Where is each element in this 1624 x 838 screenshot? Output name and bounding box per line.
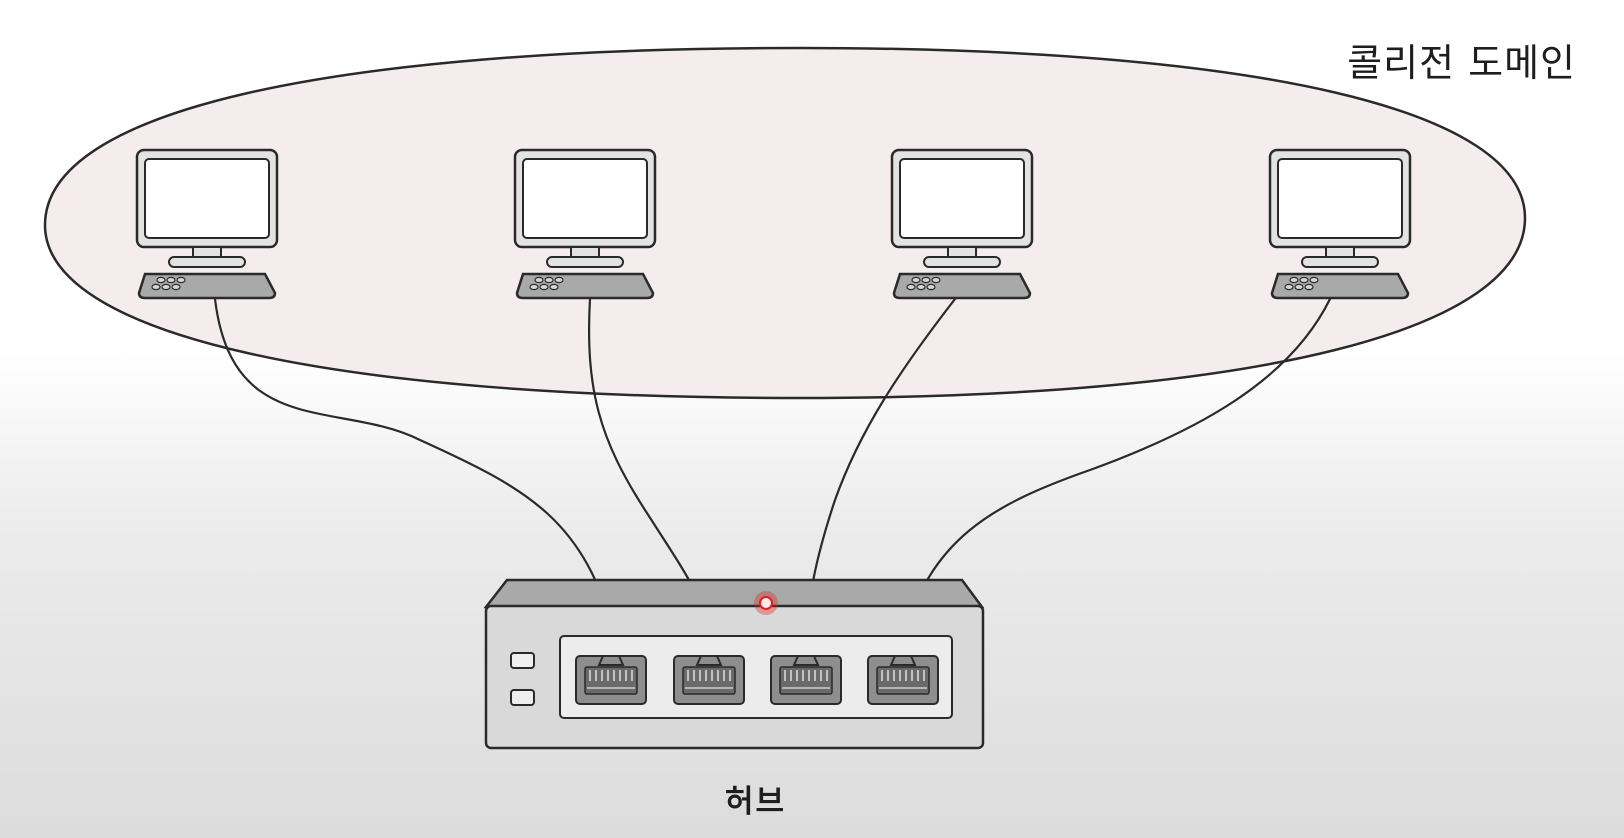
port-socket [876, 666, 930, 695]
collision-domain-ellipse [43, 46, 1527, 400]
network-cable [213, 297, 618, 642]
keyboard-key [549, 283, 559, 291]
port-latch [597, 655, 625, 666]
computer-3 [890, 148, 1034, 300]
keyboard-key [176, 276, 186, 284]
hub-label: 허브 [725, 784, 787, 820]
keyboard-key [544, 276, 554, 284]
keyboard-key [1309, 276, 1319, 284]
ethernet-port [867, 655, 939, 705]
network-cable [901, 297, 1332, 642]
keyboard-key [166, 276, 176, 284]
ethernet-port [770, 655, 842, 705]
monitor-screen [899, 158, 1025, 239]
monitor-screen [1277, 158, 1403, 239]
computer-2 [513, 148, 657, 300]
keyboard-key [161, 283, 171, 291]
port-latch [889, 655, 917, 666]
keyboard-key [539, 283, 549, 291]
keyboard-key [151, 283, 161, 291]
monitor-stand [923, 256, 1001, 268]
keyboard-key [906, 283, 916, 291]
computer-4 [1268, 148, 1412, 300]
port-socket [584, 666, 638, 695]
hub-indicator-lower [510, 689, 535, 706]
keyboard-key [931, 276, 941, 284]
keyboard-key [554, 276, 564, 284]
keyboard-key [1294, 283, 1304, 291]
monitor-stand [1301, 256, 1379, 268]
keyboard-key [911, 276, 921, 284]
monitor-screen [522, 158, 648, 239]
keyboard-key [156, 276, 166, 284]
ethernet-port [673, 655, 745, 705]
keyboard-key [529, 283, 539, 291]
keyboard-key [534, 276, 544, 284]
monitor-stand [168, 256, 246, 268]
keyboard-key [1284, 283, 1294, 291]
ethernet-port [575, 655, 647, 705]
keyboard-key [916, 283, 926, 291]
hub-top-face [483, 578, 985, 609]
hub-ports [575, 655, 939, 705]
keyboard-key [1289, 276, 1299, 284]
keyboard-key [1299, 276, 1309, 284]
hub-port-panel [559, 635, 953, 719]
keyboard-key [921, 276, 931, 284]
hub-indicator-upper [510, 652, 535, 669]
computers [135, 148, 1412, 300]
hub-device [483, 578, 985, 750]
port-latch [695, 655, 723, 666]
monitor-stand [546, 256, 624, 268]
monitor-screen [144, 158, 270, 239]
keyboard-key [171, 283, 181, 291]
keyboard-key [1304, 283, 1314, 291]
collision-domain-label: 콜리전 도메인 [1347, 41, 1576, 85]
status-led [759, 596, 773, 610]
keyboard-key [926, 283, 936, 291]
port-socket [779, 666, 833, 695]
port-socket [682, 666, 736, 695]
port-latch [792, 655, 820, 666]
computer-1 [135, 148, 279, 300]
